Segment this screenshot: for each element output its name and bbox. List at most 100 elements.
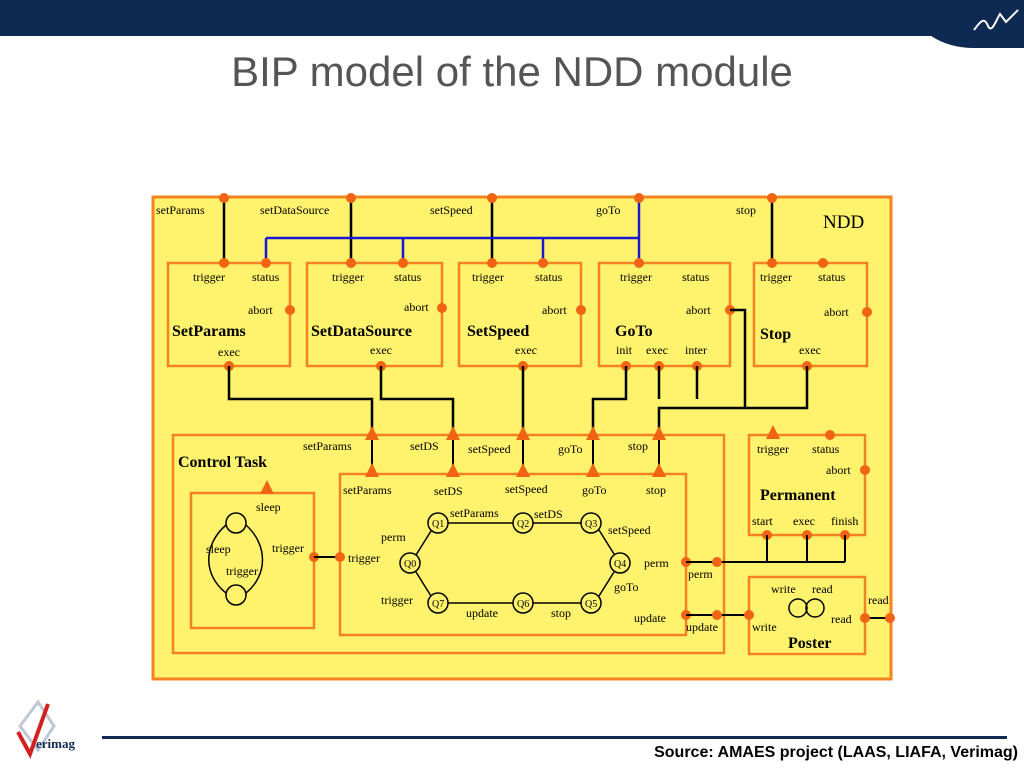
control-task: Control Task setParams setDS setSpeed go… [171,426,726,655]
poster-name: Poster [788,635,832,652]
setparams-trigger-label: trigger [193,270,225,284]
stop-exec-label: exec [799,343,821,357]
ct-port-goto: goTo [558,442,583,456]
setspeed-trigger-label: trigger [472,270,504,284]
setdatasource-exec-label: exec [370,343,392,357]
transitions [415,522,615,604]
transition-update: update [466,606,498,620]
footer-line [102,736,1007,739]
state-q1-label: Q1 [432,519,444,530]
top-banner-corner [914,0,1024,48]
auto-port-setspeed: setSpeed [505,482,548,496]
ct-outer-perm-label: perm [688,567,713,581]
component-setspeed: trigger status abort SetSpeed exec [457,258,586,371]
sleep-trigger-transition-label: trigger [226,564,258,578]
state-q5-label: Q5 [585,599,597,610]
goto-abort-label: abort [686,303,711,317]
transition-goto: goTo [614,580,639,594]
permanent-start-label: start [752,514,773,528]
top-port-setdatasource: setDataSource [260,203,329,217]
goto-trigger-label: trigger [620,270,652,284]
goto-exec-label: exec [646,343,668,357]
transition-perm: perm [381,530,406,544]
goto-inter-label: inter [685,343,707,357]
state-q4-label: Q4 [614,559,626,570]
top-port-setspeed: setSpeed [430,203,473,217]
sleep-port-label: sleep [256,500,281,514]
poster-outer-read-label: read [868,593,889,607]
auto-port-setparams: setParams [343,483,392,497]
transition-setspeed: setSpeed [608,523,651,537]
automaton-box: setParams setDS setSpeed goTo stop trigg… [335,463,691,637]
permanent-finish-label: finish [831,514,858,528]
stop-abort-label: abort [824,305,849,319]
setspeed-abort-label: abort [542,303,567,317]
component-goto: trigger status abort GoTo init exec inte… [597,258,735,371]
sleep-trigger-port-label: trigger [272,541,304,555]
setdatasource-trigger-label: trigger [332,270,364,284]
verimag-logo: erimag [8,696,98,766]
ct-port-setspeed: setSpeed [468,442,511,456]
setspeed-name: SetSpeed [467,323,529,340]
setparams-exec-label: exec [218,345,240,359]
ct-outer-update-label: update [686,620,718,634]
poster-read-top-label: read [812,582,833,596]
control-task-name: Control Task [178,454,267,471]
auto-port-setds: setDS [434,484,463,498]
ct-port-setds: setDS [410,439,439,453]
top-port-stop: stop [736,203,756,217]
auto-port-goto: goTo [582,483,607,497]
auto-port-update: update [634,611,666,625]
permanent-exec-label: exec [793,514,815,528]
setparams-status-label: status [252,270,280,284]
state-q7-label: Q7 [432,599,444,610]
ndd-label: NDD [823,212,864,233]
poster-write-label: write [752,620,777,634]
transition-trigger: trigger [381,593,413,607]
setparams-abort-label: abort [248,303,273,317]
state-q0 [399,552,421,574]
top-port-goto: goTo [596,203,621,217]
sleep-box: sleep sleep trigger trigger [189,480,319,630]
top-port-setparams: setParams [156,203,205,217]
exec-wires [227,308,809,433]
goto-status-label: status [682,270,710,284]
permanent-name: Permanent [760,487,836,504]
auto-port-trigger: trigger [348,551,380,565]
transition-setds: setDS [534,507,563,521]
transition-stop: stop [551,606,571,620]
setdatasource-abort-label: abort [404,300,429,314]
ct-port-setparams: setParams [303,439,352,453]
permanent-abort-label: abort [826,463,851,477]
svg-text:erimag: erimag [36,736,75,751]
state-q0-label: Q0 [404,559,416,570]
source-caption: Source: AMAES project (LAAS, LIAFA, Veri… [654,744,1018,761]
slide-title: BIP model of the NDD module [231,48,793,95]
setspeed-exec-label: exec [515,343,537,357]
top-banner [0,0,1024,36]
auto-port-stop: stop [646,483,666,497]
top-port-dots [219,193,777,203]
component-setparams: trigger status abort SetParams exec [166,258,295,371]
goto-name: GoTo [615,323,653,340]
transition-setparams: setParams [450,506,499,520]
component-setdatasource: trigger status abort SetDataSource exec [305,258,447,371]
permanent-trigger-label: trigger [757,442,789,456]
setspeed-status-label: status [535,270,563,284]
state-q3-label: Q3 [585,519,597,530]
component-permanent: trigger status abort Permanent start exe… [747,425,870,540]
ndd-diagram: NDD setParams setDataSource setSpeed goT… [148,190,898,695]
goto-init-label: init [616,343,633,357]
setdatasource-status-label: status [394,270,422,284]
poster-read-label: read [831,612,852,626]
ct-port-stop: stop [628,439,648,453]
state-q4 [609,552,631,574]
stop-trigger-label: trigger [760,270,792,284]
trigger-wires [222,198,774,263]
stop-name: Stop [760,326,791,343]
poster-write-top-label: write [771,582,796,596]
sleep-transition-label: sleep [206,542,231,556]
state-q6-label: Q6 [517,599,529,610]
stop-status-label: status [818,270,846,284]
component-stop: trigger status abort Stop exec [752,258,872,371]
